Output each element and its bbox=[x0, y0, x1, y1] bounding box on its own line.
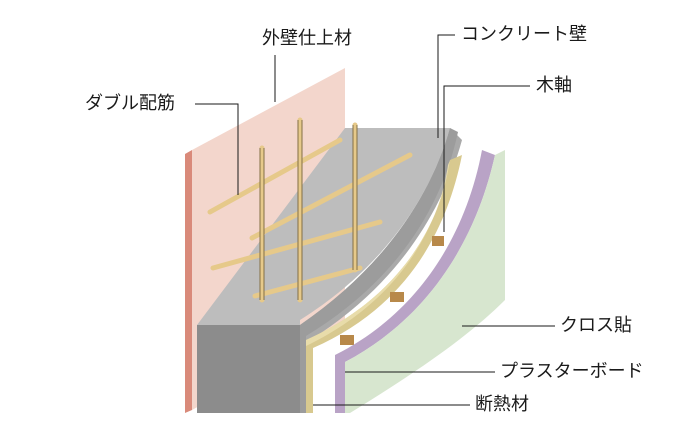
rebar-horizontal bbox=[210, 219, 383, 271]
label-plasterboard: プラスターボード bbox=[500, 361, 644, 382]
label-concrete-wall: コンクリート壁 bbox=[461, 24, 587, 45]
leader-lines bbox=[195, 34, 555, 406]
rebar-horizontal bbox=[252, 265, 363, 299]
leader-wood-frame bbox=[443, 85, 530, 232]
concrete-front-face bbox=[197, 325, 300, 413]
cloth-finish bbox=[345, 150, 505, 413]
double-rebar bbox=[207, 117, 413, 303]
double-rebar-outline bbox=[259, 120, 358, 300]
plasterboard-layer bbox=[335, 150, 495, 413]
cloth-face bbox=[345, 150, 505, 413]
wood-frame bbox=[340, 236, 444, 345]
leader-double-rebar bbox=[195, 103, 239, 195]
insulation-layer bbox=[306, 155, 462, 413]
rebar-horizontal bbox=[249, 152, 413, 241]
label-double-rebar: ダブル配筋 bbox=[85, 93, 175, 114]
wood-stud bbox=[432, 236, 444, 246]
concrete-curved-side bbox=[300, 128, 458, 413]
label-wood-frame: 木軸 bbox=[536, 75, 572, 96]
rebar-horizontal bbox=[207, 137, 343, 215]
label-exterior-finish: 外壁仕上材 bbox=[262, 28, 352, 49]
leader-concrete-wall bbox=[437, 34, 455, 138]
label-cloth: クロス貼 bbox=[560, 315, 632, 336]
plasterboard-face bbox=[335, 150, 495, 413]
wood-stud bbox=[340, 335, 354, 345]
wood-stud bbox=[390, 292, 404, 302]
insulation-face bbox=[306, 155, 462, 413]
exterior-finish-edge bbox=[185, 150, 192, 413]
label-insulation: 断熱材 bbox=[475, 394, 529, 415]
